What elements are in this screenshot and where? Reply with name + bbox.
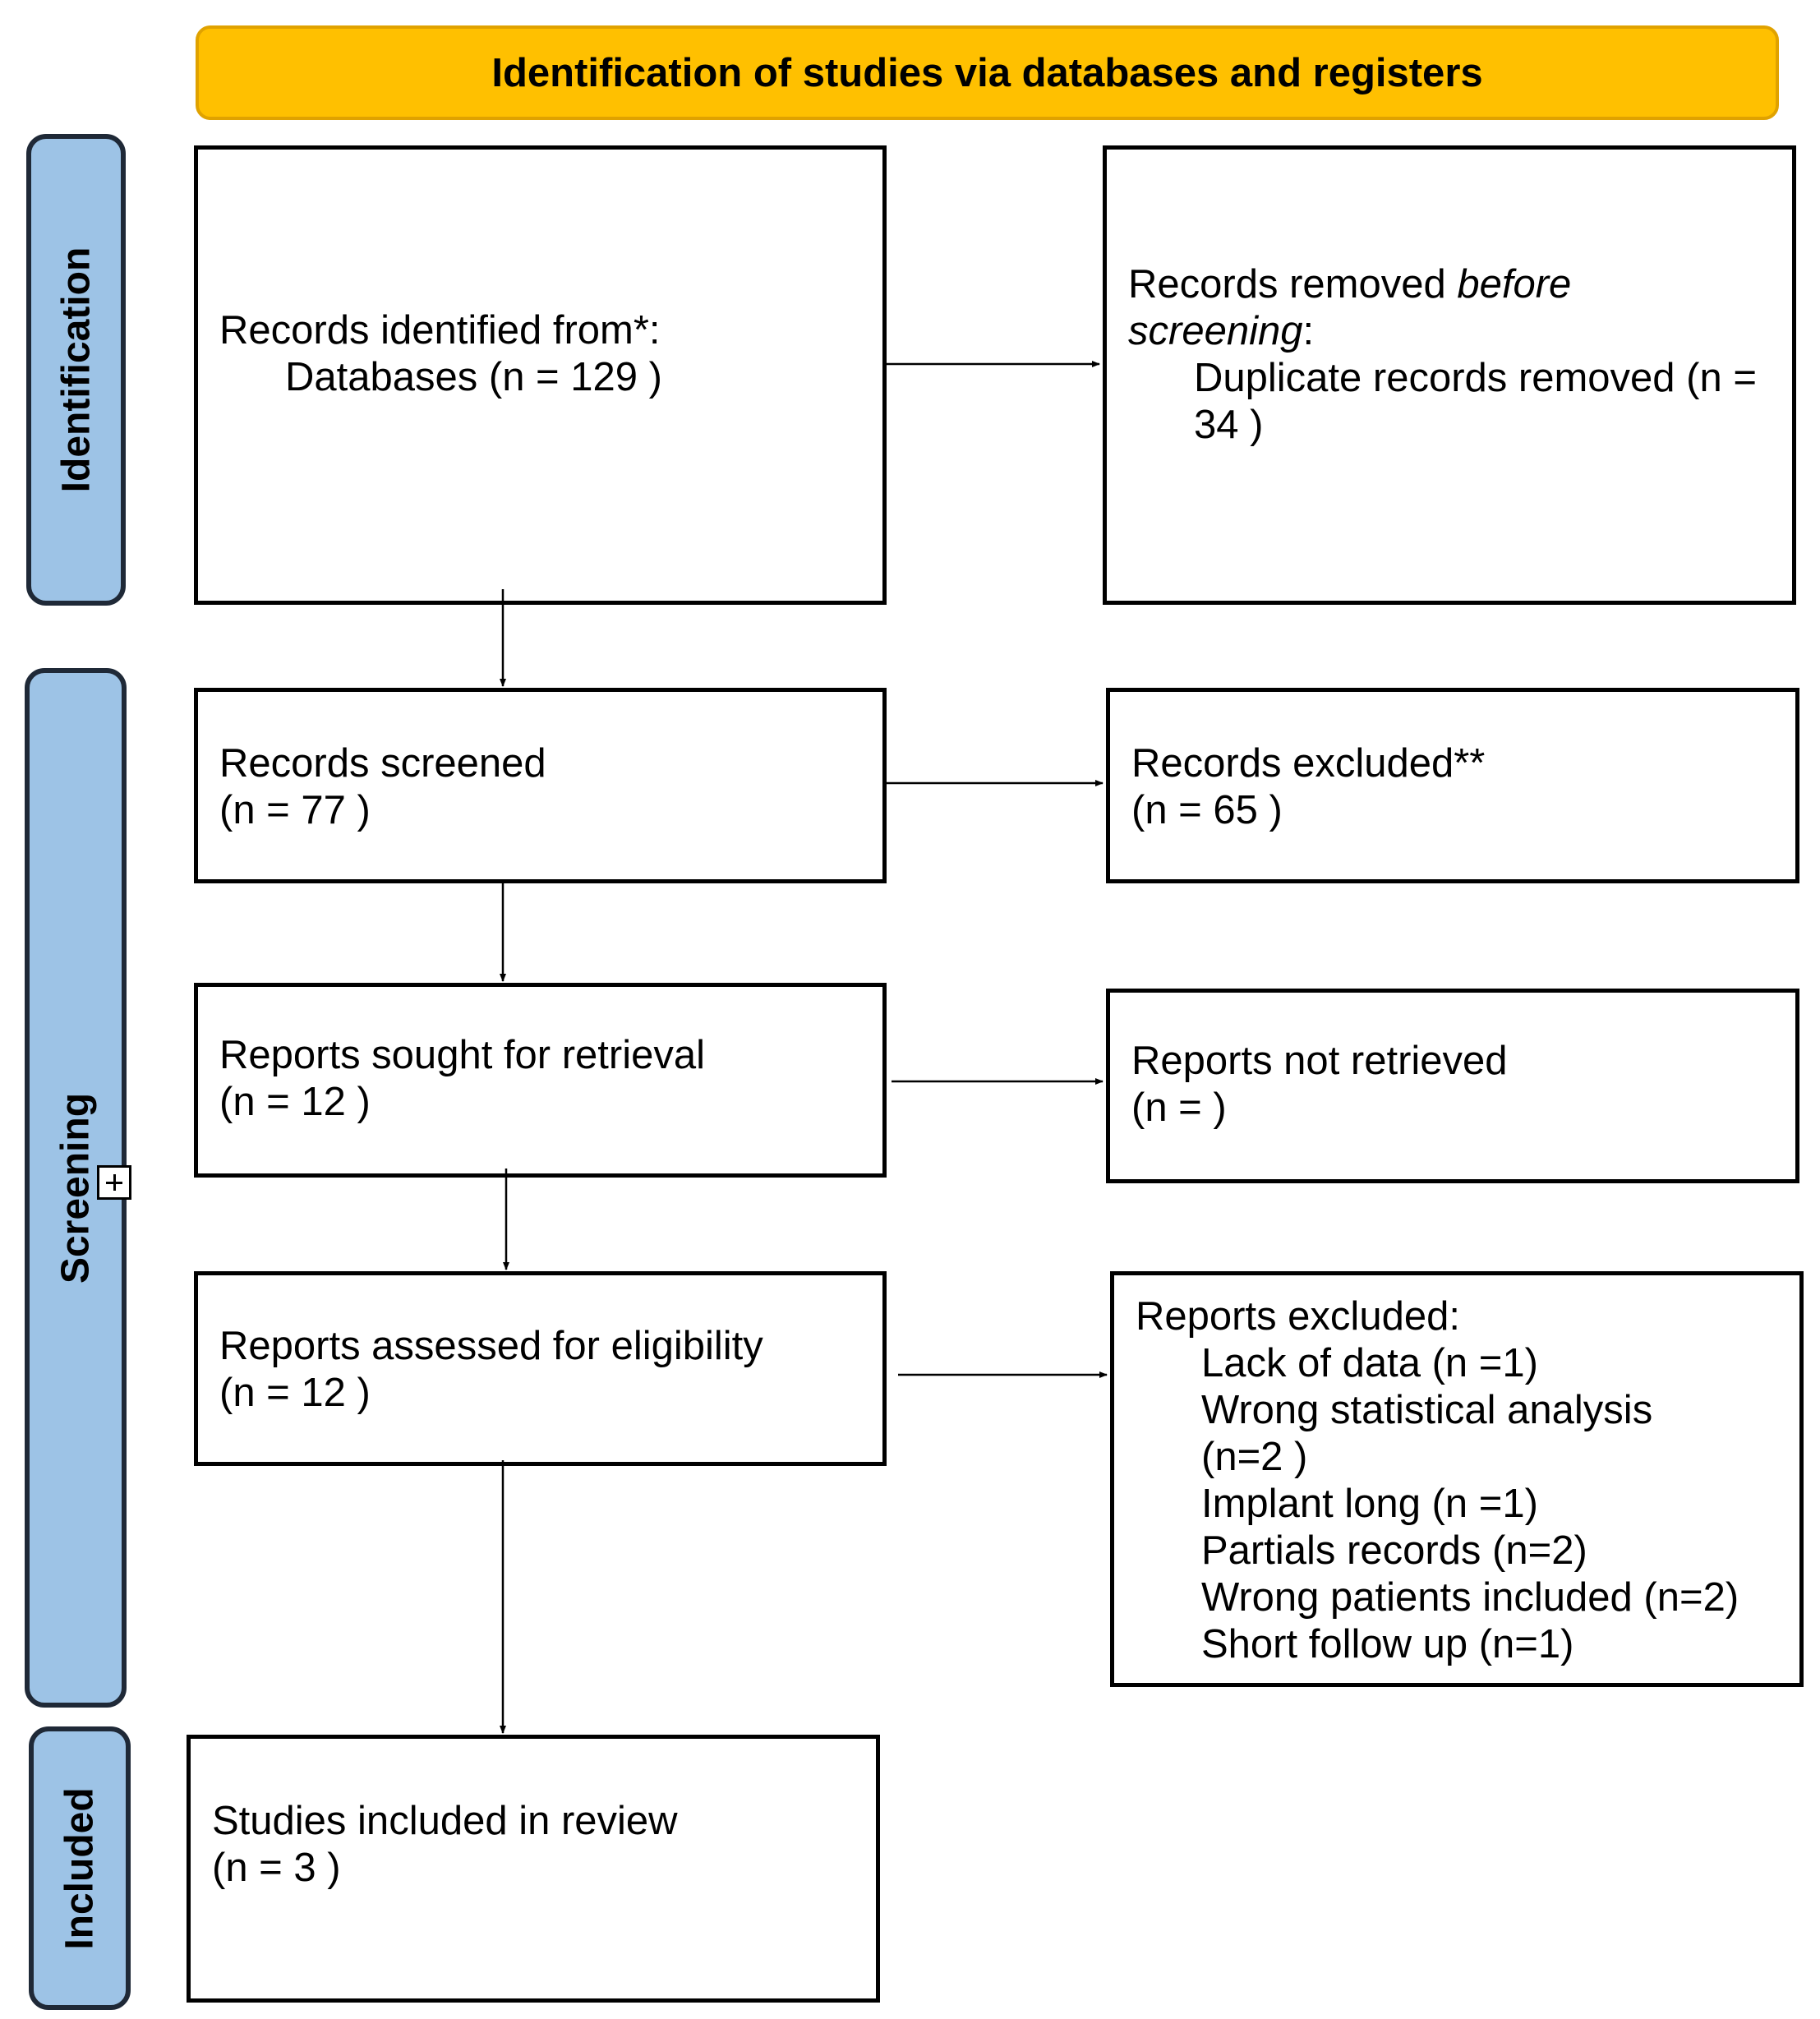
records-identified-databases: Databases (n = 129 ): [285, 355, 662, 399]
records-removed-suffix: :: [1302, 309, 1315, 353]
reports-not-retrieved-box: Reports not retrieved (n = ): [1106, 989, 1799, 1183]
records-removed-emphasis: before screening: [1128, 262, 1572, 353]
reports-excluded-title: Reports excluded:: [1136, 1294, 1460, 1339]
reports-excluded-reason: Lack of data (n =1): [1201, 1341, 1538, 1385]
records-removed-prefix: Records removed: [1128, 262, 1458, 307]
records-identified-title: Records identified from*:: [219, 308, 661, 353]
records-excluded-title: Records excluded**: [1131, 741, 1486, 786]
reports-excluded-reason: Implant long (n =1): [1201, 1482, 1538, 1526]
reports-excluded-reason: Partials records (n=2): [1201, 1528, 1587, 1573]
reports-not-retrieved-count: (n = ): [1131, 1086, 1227, 1130]
reports-excluded-reason: Short follow up (n=1): [1201, 1622, 1574, 1666]
reports-assessed-count: (n = 12 ): [219, 1371, 371, 1415]
reports-sought-count: (n = 12 ): [219, 1080, 371, 1124]
records-excluded-count: (n = 65 ): [1131, 788, 1283, 832]
reports-assessed-title: Reports assessed for eligibility: [219, 1324, 763, 1368]
reports-sought-box: Reports sought for retrieval (n = 12 ): [194, 983, 887, 1178]
studies-included-count: (n = 3 ): [212, 1846, 341, 1890]
records-removed-duplicates: Duplicate records removed (n = 34 ): [1194, 356, 1757, 447]
reports-excluded-reason: Wrong patients included (n=2): [1201, 1575, 1739, 1620]
records-screened-box: Records screened (n = 77 ): [194, 688, 887, 883]
expand-handle-icon[interactable]: [97, 1165, 131, 1200]
reports-sought-title: Reports sought for retrieval: [219, 1033, 705, 1077]
reports-not-retrieved-title: Reports not retrieved: [1131, 1039, 1508, 1083]
phase-identification: Identification: [26, 134, 126, 606]
records-screened-title: Records screened: [219, 741, 546, 786]
phase-included: Included: [29, 1726, 131, 2010]
records-excluded-box: Records excluded** (n = 65 ): [1106, 688, 1799, 883]
studies-included-box: Studies included in review (n = 3 ): [187, 1735, 880, 2003]
reports-excluded-box: Reports excluded: Lack of data (n =1) Wr…: [1110, 1271, 1804, 1687]
reports-excluded-reason: Wrong statistical analysis (n=2 ): [1201, 1388, 1653, 1479]
identification-header: Identification of studies via databases …: [196, 25, 1779, 120]
records-removed-box: Records removed before screening: Duplic…: [1103, 145, 1796, 605]
studies-included-title: Studies included in review: [212, 1799, 678, 1843]
records-identified-box: Records identified from*: Databases (n =…: [194, 145, 887, 605]
records-removed-title: Records removed before screening:: [1128, 261, 1759, 355]
records-screened-count: (n = 77 ): [219, 788, 371, 832]
reports-assessed-box: Reports assessed for eligibility (n = 12…: [194, 1271, 887, 1466]
header-title: Identification of studies via databases …: [491, 50, 1483, 95]
